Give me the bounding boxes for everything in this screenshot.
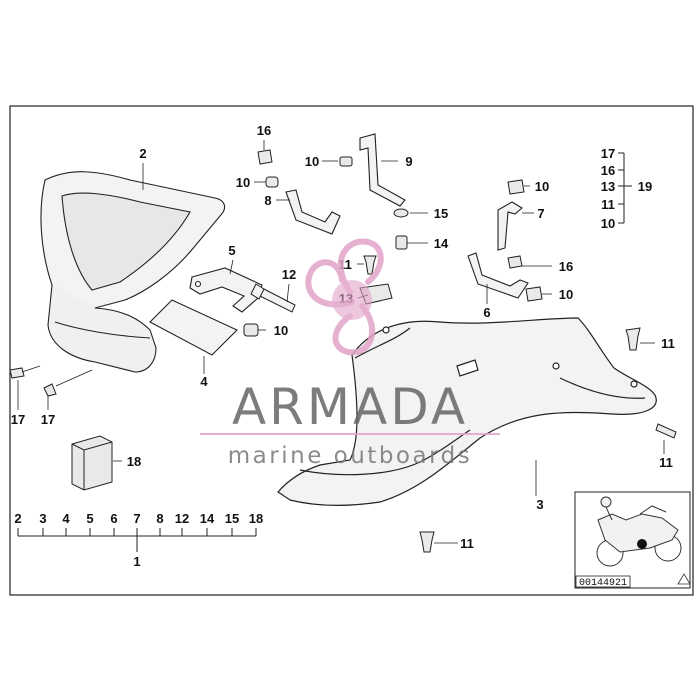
washer-15 bbox=[393, 208, 409, 218]
screw-11b bbox=[625, 327, 641, 351]
pad-part-4 bbox=[149, 299, 238, 356]
label-16b: 16 bbox=[559, 259, 573, 274]
label-10c: 10 bbox=[274, 323, 288, 338]
label-8: 8 bbox=[264, 193, 271, 208]
group1-item-10: 15 bbox=[225, 511, 239, 526]
group19-item-5: 10 bbox=[601, 216, 615, 231]
label-12: 12 bbox=[282, 267, 296, 282]
label-17a: 17 bbox=[11, 412, 25, 427]
bracket-part-5 bbox=[189, 267, 263, 313]
label-9: 9 bbox=[405, 154, 412, 169]
screw-17b bbox=[43, 383, 57, 397]
fairing-part-3 bbox=[277, 317, 657, 506]
group1-item-6: 7 bbox=[133, 511, 140, 526]
group1-item-7: 8 bbox=[156, 511, 163, 526]
group1-item-5: 6 bbox=[110, 511, 117, 526]
screw-11d bbox=[419, 531, 435, 553]
label-11d: 11 bbox=[460, 536, 474, 551]
label-10a: 10 bbox=[236, 175, 250, 190]
group19-item-2: 16 bbox=[601, 163, 615, 178]
group1-item-1: 2 bbox=[14, 511, 21, 526]
group1-item-4: 5 bbox=[86, 511, 93, 526]
manual-part-18 bbox=[71, 435, 113, 491]
bracket-part-7 bbox=[497, 201, 523, 251]
label-3: 3 bbox=[536, 497, 543, 512]
label-6: 6 bbox=[483, 305, 490, 320]
nut-10d bbox=[507, 179, 525, 195]
location-marker-icon bbox=[637, 539, 647, 549]
group-19-bracket bbox=[618, 152, 632, 224]
label-15: 15 bbox=[434, 206, 448, 221]
fairing-part-2 bbox=[40, 171, 226, 373]
label-16a: 16 bbox=[257, 123, 271, 138]
screw-11c bbox=[655, 423, 677, 439]
nut-10b bbox=[339, 156, 353, 167]
group1-item-2: 3 bbox=[39, 511, 46, 526]
inset-code: 00144921 bbox=[579, 578, 627, 589]
group19-item-4: 11 bbox=[601, 197, 615, 212]
inset-thumbnail: 00144921 bbox=[574, 491, 691, 589]
part-labels: 2 16 10 9 10 8 15 14 5 12 11 13 10 4 17 … bbox=[11, 123, 675, 569]
diagram-frame bbox=[9, 105, 694, 596]
screw-14 bbox=[395, 235, 408, 250]
label-10e: 10 bbox=[559, 287, 573, 302]
group19-item-3: 13 bbox=[601, 179, 615, 194]
bolt-16a bbox=[257, 149, 273, 165]
watermark-tagline: marine outboards bbox=[228, 443, 472, 469]
screw-17a bbox=[9, 367, 25, 379]
group1-item-11: 18 bbox=[249, 511, 263, 526]
label-11b: 11 bbox=[661, 336, 675, 351]
group-1-bracket bbox=[17, 528, 257, 552]
propeller-logo-icon bbox=[305, 238, 384, 356]
nut-10a bbox=[265, 176, 279, 188]
label-5: 5 bbox=[228, 243, 235, 258]
label-18: 18 bbox=[127, 454, 141, 469]
label-17b: 17 bbox=[41, 412, 55, 427]
bracket-part-8 bbox=[285, 189, 341, 235]
nut-10e bbox=[525, 286, 543, 302]
label-10d: 10 bbox=[535, 179, 549, 194]
group1-item-3: 4 bbox=[62, 511, 70, 526]
bracket-part-9 bbox=[359, 133, 406, 207]
group19-total: 19 bbox=[638, 179, 652, 194]
label-4: 4 bbox=[200, 374, 208, 389]
label-11c: 11 bbox=[659, 455, 673, 470]
label-2: 2 bbox=[139, 146, 146, 161]
label-7: 7 bbox=[537, 206, 544, 221]
group19-item-1: 17 bbox=[601, 146, 615, 161]
group1-item-9: 14 bbox=[200, 511, 215, 526]
warning-triangle-icon bbox=[677, 573, 691, 585]
motorcycle-icon bbox=[596, 496, 682, 567]
group1-item-8: 12 bbox=[175, 511, 189, 526]
label-14: 14 bbox=[434, 236, 449, 251]
label-10b: 10 bbox=[305, 154, 319, 169]
watermark-brand: ARMADA bbox=[232, 378, 468, 436]
label-1: 1 bbox=[133, 554, 140, 569]
watermark: ARMADA marine outboards bbox=[200, 238, 500, 469]
bolt-part-12 bbox=[250, 283, 296, 313]
bolt-16b bbox=[507, 255, 523, 269]
nut-10c bbox=[243, 323, 259, 337]
bracket-part-6 bbox=[467, 252, 529, 299]
